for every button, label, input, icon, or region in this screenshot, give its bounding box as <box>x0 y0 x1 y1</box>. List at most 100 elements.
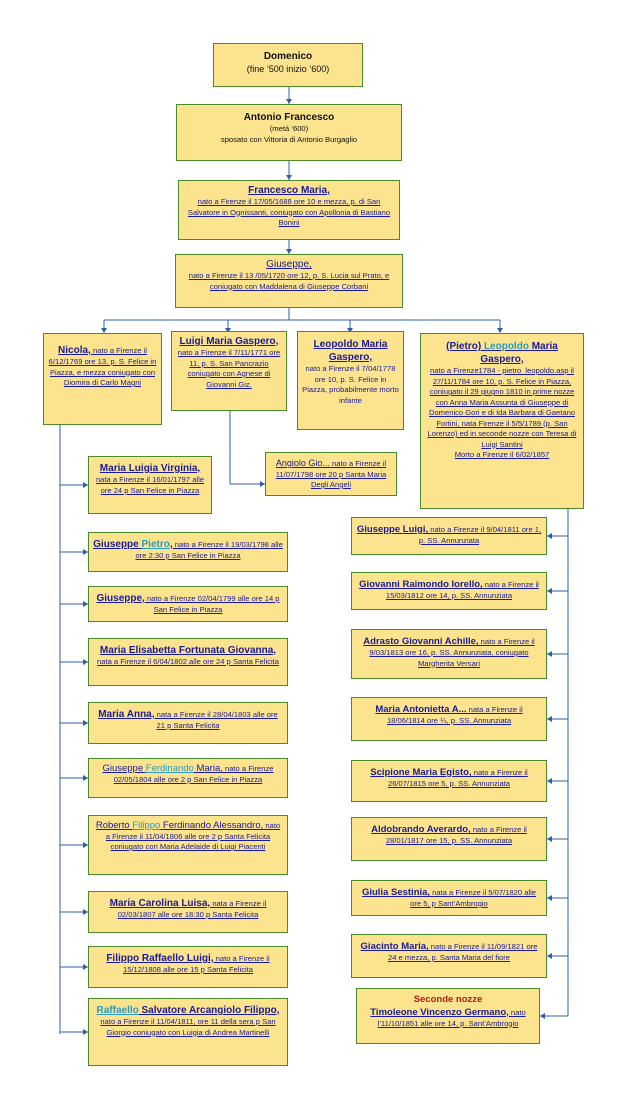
person-name-part[interactable]: Maria Luigia Virginia, <box>99 463 201 474</box>
person-name[interactable]: Scipione Maria Egisto, <box>370 767 472 778</box>
connector-arrow <box>83 549 88 555</box>
person-name[interactable]: Maria Antonietta A... <box>375 704 467 715</box>
person-details[interactable]: nato a Firenze il 15/03/1812 ore 14, p. … <box>385 580 539 600</box>
person-box-nicola-child[interactable]: Roberto Filippo Ferdinando Alessandro, n… <box>88 815 288 875</box>
person-name-part[interactable]: Giuseppe <box>93 539 142 550</box>
person-name-part[interactable]: Filippo <box>132 820 161 831</box>
person-box-leopoldo-child[interactable]: Maria Antonietta A... nata a Firenze il … <box>351 697 547 741</box>
person-box-nicola-child[interactable]: Giuseppe, nato a Firenze 02/04/1799 alle… <box>88 586 288 622</box>
person-name-part[interactable]: Giuseppe, <box>96 593 145 604</box>
person-name-part[interactable]: Roberto <box>95 820 133 831</box>
connector-arrow <box>83 1029 88 1035</box>
person-details[interactable]: nato a Firenze il 26/07/1815 ore 5, p. S… <box>387 768 528 788</box>
person-details[interactable]: nato a Firenze il 11/07/1798 ore 20 p Sa… <box>275 459 387 489</box>
person-box-nicola-child[interactable]: Maria Anna, nata a Firenze il 28/04/1803… <box>88 702 288 744</box>
person-details[interactable]: nato l’11/10/1851 alle ore 14, p. Sant’A… <box>377 1007 526 1028</box>
person-box-luigi-maria-gaspero[interactable]: Luigi Maria Gaspero, nato a Firenze il 7… <box>171 331 287 411</box>
person-box-leopoldo-child[interactable]: Giacinto Maria, nato a Firenze il 11/09/… <box>351 934 547 978</box>
person-box-nicola-child[interactable]: Filippo Raffaello Luigi, nato a Firenze … <box>88 946 288 988</box>
person-box-francesco-maria[interactable]: Francesco Maria, nato a Firenze il 17/05… <box>178 180 400 240</box>
person-details[interactable]: nato a Firenze il 28/01/1817 ore 15, p. … <box>385 825 527 845</box>
person-name-part[interactable]: Pietro <box>141 539 170 550</box>
person-name-part[interactable]: Maria Carolina Luisa, <box>109 898 211 909</box>
person-name-part[interactable]: Salvatore Arcangiolo Filippo, <box>138 1005 280 1016</box>
person-box-angiolo-gio[interactable]: Angiolo Gio... nato a Firenze il 11/07/1… <box>265 452 397 496</box>
person-details[interactable]: nato a Firenze il 13 /05/1720 ore 12, p.… <box>188 271 390 291</box>
person-name-part[interactable]: Ferdinando Alessandro, <box>160 820 264 831</box>
person-details[interactable]: nato a Firenze il 9/04/1811 ore 1, p. SS… <box>418 525 542 545</box>
person-name[interactable]: Giuseppe Luigi, <box>356 524 429 535</box>
person-details[interactable]: nata a Firenze il 6/04/1802 alle ore 24 … <box>97 657 279 666</box>
person-details[interactable]: nato a Firenze il 11/04/1806 alle ore 2 … <box>105 821 281 851</box>
person-box-giuseppe[interactable]: Giuseppe, nato a Firenze il 13 /05/1720 … <box>175 254 403 308</box>
person-name[interactable]: Nicola, <box>58 345 91 356</box>
person-box-leopoldo-child[interactable]: Scipione Maria Egisto, nato a Firenze il… <box>351 760 547 802</box>
person-name[interactable]: Giuseppe, <box>266 259 312 270</box>
person-details[interactable]: nato a Firenze il 9/03/1813 ore 16, p. S… <box>369 637 535 668</box>
person-name-part[interactable]: Maria, <box>193 763 223 774</box>
person-details[interactable]: nato a Firenze il 7/11/1771 ore 11, p. S… <box>177 348 281 389</box>
person-name[interactable]: Giovanni Raimondo Iorello, <box>359 579 483 590</box>
person-box-leopoldo-child[interactable]: Adrasto Giovanni Achille, nato a Firenze… <box>351 629 547 679</box>
person-details[interactable]: nata a Firenze il 5/07/1820 alle ore 5, … <box>410 888 537 908</box>
person-details[interactable]: nato a Firenze1784 - pietro_leopoldo.asp… <box>427 366 577 449</box>
person-name[interactable]: Giulia Sestinia, <box>361 887 431 898</box>
person-box-nicola-child[interactable]: Giuseppe Pietro, nato a Firenze il 19/03… <box>88 532 288 572</box>
person-details[interactable]: nata a Firenze il 16/01/1797 alle ore 24… <box>95 475 205 495</box>
connector-arrow <box>547 836 552 842</box>
person-details[interactable]: nato a Firenze il 11/09/1821 ore 24 e me… <box>388 942 538 962</box>
person-box-leopoldo-maria-gaspero[interactable]: Leopoldo Maria Gaspero, nato a Firenze i… <box>297 331 404 430</box>
person-name-part[interactable]: Maria Anna, <box>98 709 155 720</box>
person-name[interactable]: Timoleone Vincenzo Germano, <box>370 1006 509 1018</box>
person-name-part[interactable]: Giuseppe <box>102 763 146 774</box>
person-details[interactable]: nato a Firenze il 15/12/1808 alle ore 15… <box>122 954 270 974</box>
person-details[interactable]: nato a Firenze il 17/05/1688 ore 10 e me… <box>187 197 391 227</box>
person-details[interactable]: nato a Firenze 02/04/1799 alle ore 14 p … <box>144 594 280 614</box>
person-name[interactable]: Angiolo Gio... <box>275 458 330 468</box>
person-box-leopoldo-child[interactable]: Giovanni Raimondo Iorello, nato a Firenz… <box>351 572 547 610</box>
person-box-nicola-child[interactable]: Maria Carolina Luisa, nata a Firenze il … <box>88 891 288 933</box>
connector-arrow <box>83 842 88 848</box>
person-details[interactable]: nata a Firenze il 02/03/1807 alle ore 18… <box>117 899 267 919</box>
person-name-part[interactable]: Maria Elisabetta Fortunata Giovanna, <box>99 645 277 656</box>
person-name[interactable]: Adrasto Giovanni Achille, <box>363 636 479 647</box>
person-box-leopoldo-child[interactable]: Giuseppe Luigi, nato a Firenze il 9/04/1… <box>351 517 547 555</box>
person-name-part[interactable]: Filippo Raffaello Luigi, <box>106 953 214 964</box>
connector-arrow <box>540 1013 545 1019</box>
person-details[interactable]: nata a Firenze il 18/06/1814 ore ¼, p. S… <box>386 705 523 725</box>
person-details[interactable]: nato a Firenze il 6/12/1769 ore 13, p. S… <box>48 346 157 387</box>
person-box-nicola-child[interactable]: Maria Elisabetta Fortunata Giovanna, nat… <box>88 638 288 686</box>
person-details[interactable]: nato a Firenze il 11/04/1811, ore 11 del… <box>100 1017 276 1037</box>
person-name[interactable]: Giacinto Maria, <box>360 941 429 952</box>
person-name[interactable]: (Pietro) Leopoldo Maria Gaspero, <box>425 340 579 366</box>
person-box-domenico: Domenico (fine ‘500 inizio ‘600) <box>213 43 363 87</box>
person-box-leopoldo-child[interactable]: Giulia Sestinia, nata a Firenze il 5/07/… <box>351 880 547 916</box>
person-name-part[interactable]: Ferdinando <box>145 763 194 774</box>
person-box-leopoldo-child[interactable]: Aldobrando Averardo, nato a Firenze il 2… <box>351 817 547 861</box>
person-name-part[interactable]: Raffaello <box>96 1005 139 1016</box>
connector-arrow <box>101 328 107 333</box>
person-spouse: sposato con Vittoria di Antonio Burgagli… <box>220 134 358 144</box>
connector-arrow <box>547 895 552 901</box>
person-box-nicola[interactable]: Nicola, nato a Firenze il 6/12/1769 ore … <box>43 333 162 425</box>
person-death[interactable]: Morto a Firenze il 6/02/1857 <box>454 450 550 459</box>
person-details[interactable]: nato a Firenze 02/05/1804 alle ore 2 p S… <box>113 764 274 784</box>
person-name[interactable]: Aldobrando Averardo, <box>371 824 471 835</box>
person-box-pietro-leopoldo[interactable]: (Pietro) Leopoldo Maria Gaspero, nato a … <box>420 333 584 509</box>
person-name[interactable]: Francesco Maria, <box>248 185 330 196</box>
connector-arrow <box>225 328 231 333</box>
person-box-timoleone[interactable]: Seconde nozze Timoleone Vincenzo Germano… <box>356 988 540 1044</box>
person-box-nicola-child[interactable]: Raffaello Salvatore Arcangiolo Filippo, … <box>88 998 288 1066</box>
person-box-nicola-child[interactable]: Giuseppe Ferdinando Maria, nato a Firenz… <box>88 758 288 798</box>
person-name: Antonio Francesco <box>243 112 335 123</box>
person-details[interactable]: nata a Firenze il 28/04/1803 alle ore 21… <box>154 710 278 730</box>
person-details[interactable]: nato a Firenze il 7/04/1778 ore 10, p. S… <box>302 364 399 405</box>
person-dates: (metà ‘600) <box>269 124 309 133</box>
person-name-part[interactable]: , <box>169 539 173 550</box>
person-box-nicola-child[interactable]: Maria Luigia Virginia, nata a Firenze il… <box>88 456 212 514</box>
person-details[interactable]: nato a Firenze il 19/03/1798 alle ore 2:… <box>135 540 283 560</box>
person-name[interactable]: Luigi Maria Gaspero, <box>179 336 279 347</box>
person-name[interactable]: Leopoldo Maria Gaspero, <box>313 339 388 363</box>
connector-arrow <box>83 909 88 915</box>
